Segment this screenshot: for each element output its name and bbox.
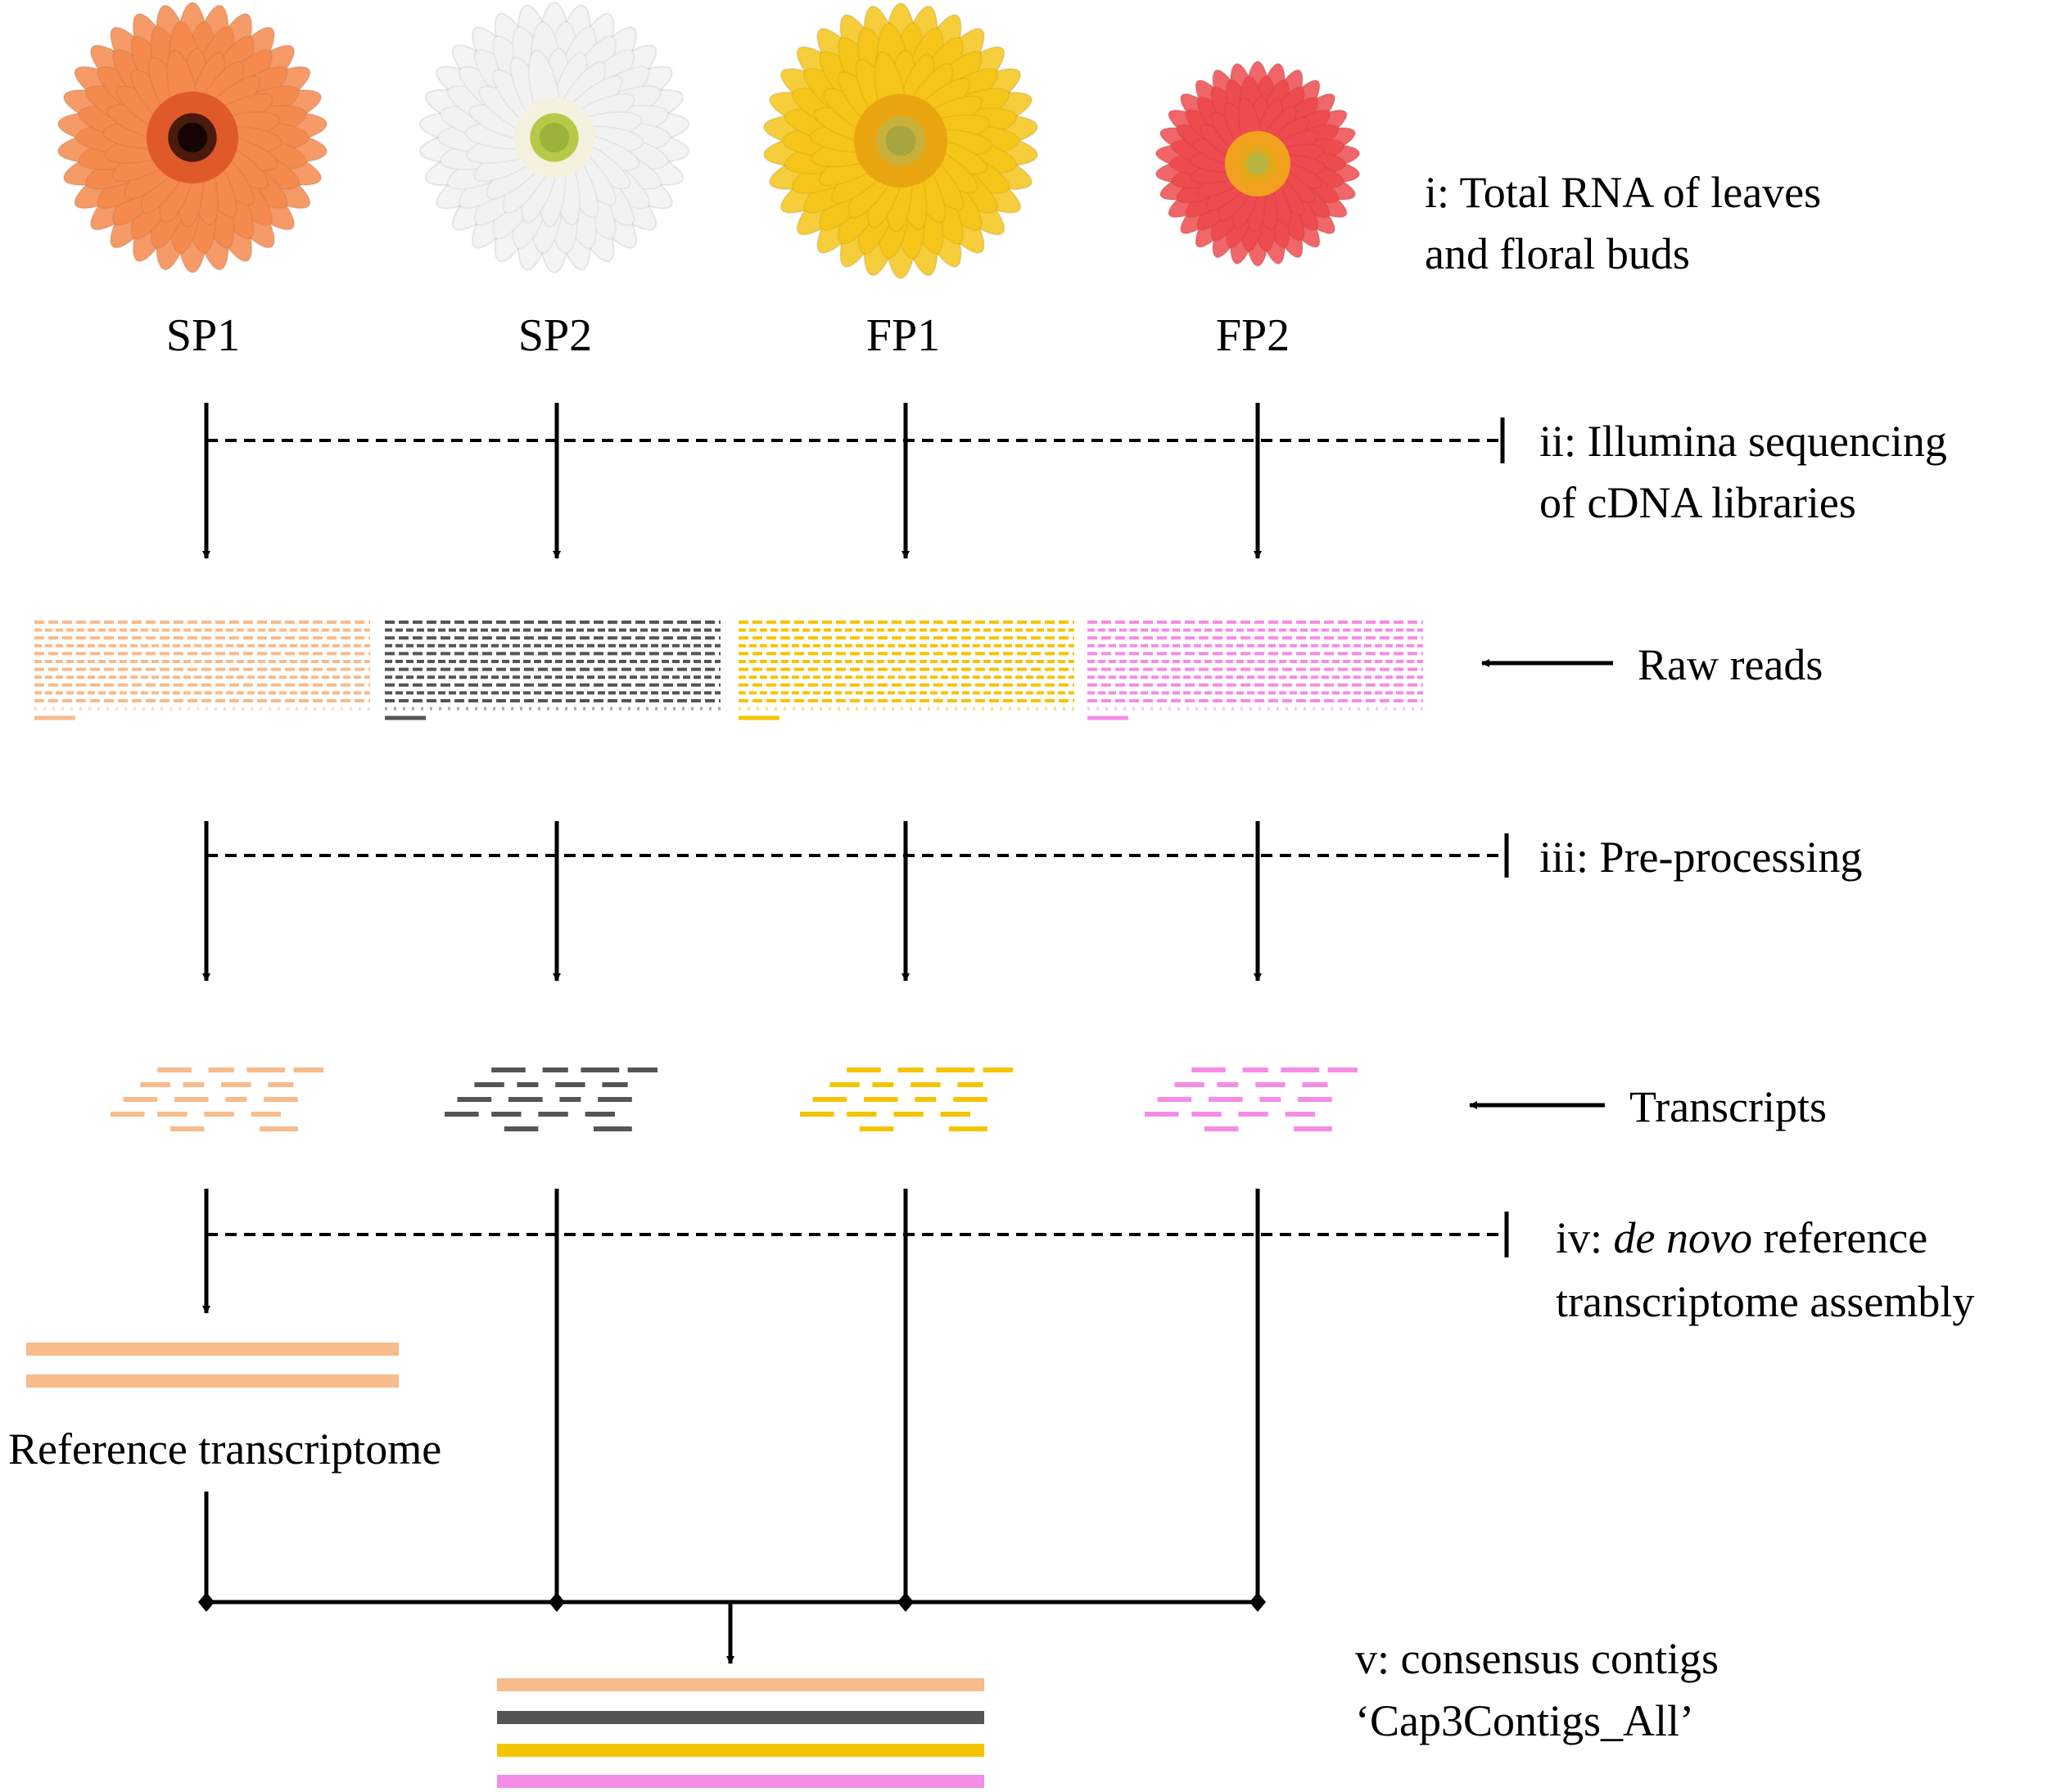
reference-bar-2: [26, 1374, 399, 1388]
step-iv-line2: transcriptome assembly: [1556, 1277, 1974, 1326]
transcripts-fp2: [1145, 1068, 1358, 1131]
orange-gerbera-flower: [56, 2, 328, 273]
consensus-contig-bars: [497, 1678, 984, 1788]
raw-reads-fp2: [1087, 621, 1423, 720]
merge-connector: [198, 1492, 1266, 1664]
white-gerbera-flower: [418, 2, 690, 273]
step-v-line1: v: consensus contigs: [1355, 1634, 1719, 1683]
red-gerbera-flower: [1155, 61, 1361, 267]
raw-reads-sp2: [385, 621, 721, 720]
step-iii-label: iii: Pre-processing: [1539, 833, 1862, 882]
yellow-gerbera-flower: [762, 2, 1039, 279]
sample-label-sp2: SP2: [518, 310, 592, 361]
transcripts-label: Transcripts: [1629, 1082, 1827, 1131]
step-iv-connector: [202, 1189, 1509, 1602]
step-v-line2: ‘Cap3Contigs_All’: [1355, 1696, 1694, 1745]
reference-transcriptome-bars: [26, 1343, 399, 1388]
transcripts-sp1: [111, 1068, 323, 1131]
raw-reads-sp1: [34, 621, 370, 720]
sample-label-fp1: FP1: [866, 310, 940, 361]
reference-transcriptome-label: Reference transcriptome: [8, 1424, 441, 1474]
sample-label-fp2: FP2: [1216, 310, 1290, 361]
step-ii-connector: [202, 403, 1505, 559]
contig-bar-sp1: [497, 1678, 984, 1691]
step-iv-line1: iv: de novo reference: [1556, 1213, 1927, 1262]
step-i-line2: and floral buds: [1425, 229, 1690, 278]
contig-bar-fp1: [497, 1744, 984, 1757]
raw-reads-fp1: [739, 621, 1074, 720]
step-ii-line2: of cDNA libraries: [1539, 478, 1856, 527]
step-i-line1: i: Total RNA of leaves: [1425, 168, 1821, 217]
step-iii-connector: [202, 821, 1509, 982]
transcript-fragments: [111, 1068, 1358, 1131]
step-ii-line1: ii: Illumina sequencing: [1539, 417, 1947, 466]
raw-reads-label: Raw reads: [1638, 640, 1823, 689]
transcripts-fp1: [800, 1068, 1013, 1131]
contig-bar-sp2: [497, 1711, 984, 1724]
transcripts-sp2: [445, 1068, 657, 1131]
raw-reads-blocks: [34, 621, 1423, 720]
contig-bar-fp2: [497, 1775, 984, 1788]
sample-label-sp1: SP1: [166, 310, 240, 361]
reference-bar-1: [26, 1343, 399, 1356]
flower-images: [56, 2, 1361, 279]
